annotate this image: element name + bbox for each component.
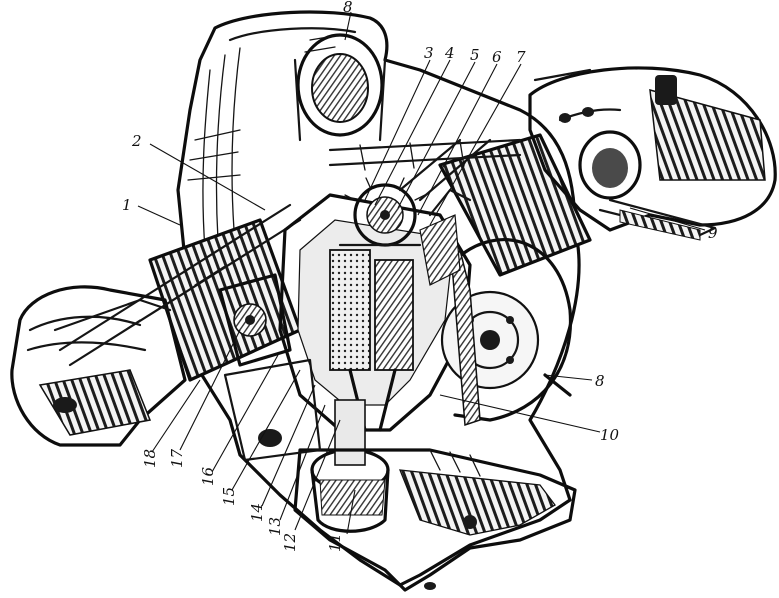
right-cylinder-head — [528, 66, 777, 241]
oil-sump — [293, 448, 577, 592]
left-bearing-housing — [218, 273, 292, 367]
leader-11 — [346, 489, 356, 535]
leader-18 — [151, 379, 201, 453]
connecting-rod — [329, 243, 422, 432]
callout-7: 7 — [516, 48, 526, 66]
callout-18: 18 — [141, 449, 159, 468]
leader-13 — [279, 404, 326, 521]
callout-8-top: 8 — [343, 0, 353, 16]
left-cylinder-head — [10, 285, 187, 447]
leader-lines — [137, 11, 706, 535]
callout-13: 13 — [266, 517, 284, 536]
leader-7 — [429, 63, 522, 226]
leader-9 — [629, 207, 706, 231]
leader-1 — [137, 205, 181, 226]
callout-2: 2 — [131, 132, 142, 150]
callout-9: 9 — [708, 224, 718, 242]
callout-15: 15 — [220, 487, 238, 506]
callout-17: 17 — [168, 448, 186, 468]
leader-8-top — [344, 11, 352, 41]
callout-labels: 8 2 1 3 4 5 6 7 9 8 10 11 12 13 14 15 16… — [122, 0, 718, 552]
oil-pump — [310, 399, 390, 533]
leader-16 — [211, 354, 279, 473]
cable — [533, 68, 592, 82]
bolt — [543, 373, 572, 397]
leader-12 — [294, 419, 341, 531]
leader-2 — [149, 143, 266, 211]
side-cover — [223, 358, 322, 462]
callout-5: 5 — [470, 46, 480, 64]
leader-17 — [179, 329, 241, 451]
leader-4 — [374, 59, 451, 206]
camshaft-assembly — [328, 138, 522, 202]
flywheel — [440, 238, 573, 427]
callout-10: 10 — [600, 426, 620, 444]
shading — [187, 34, 481, 477]
callout-16: 16 — [199, 466, 217, 486]
callout-3: 3 — [424, 44, 434, 62]
leader-10 — [439, 394, 601, 433]
leader-15 — [231, 369, 301, 491]
leader-8-right — [544, 374, 593, 381]
left-pushrod-tube — [58, 203, 302, 367]
leader-14 — [261, 384, 316, 507]
leader-5 — [397, 61, 476, 209]
right-cylinder — [438, 133, 592, 277]
top-ring-boss — [293, 33, 387, 142]
callout-12: 12 — [281, 533, 299, 552]
callout-14: 14 — [248, 503, 266, 522]
leader-6 — [417, 63, 498, 216]
callout-6: 6 — [492, 48, 502, 66]
callout-8-right: 8 — [595, 372, 605, 390]
leader-3 — [364, 59, 431, 201]
callout-4: 4 — [444, 44, 455, 62]
callout-1: 1 — [122, 196, 132, 214]
callout-11: 11 — [326, 533, 344, 552]
